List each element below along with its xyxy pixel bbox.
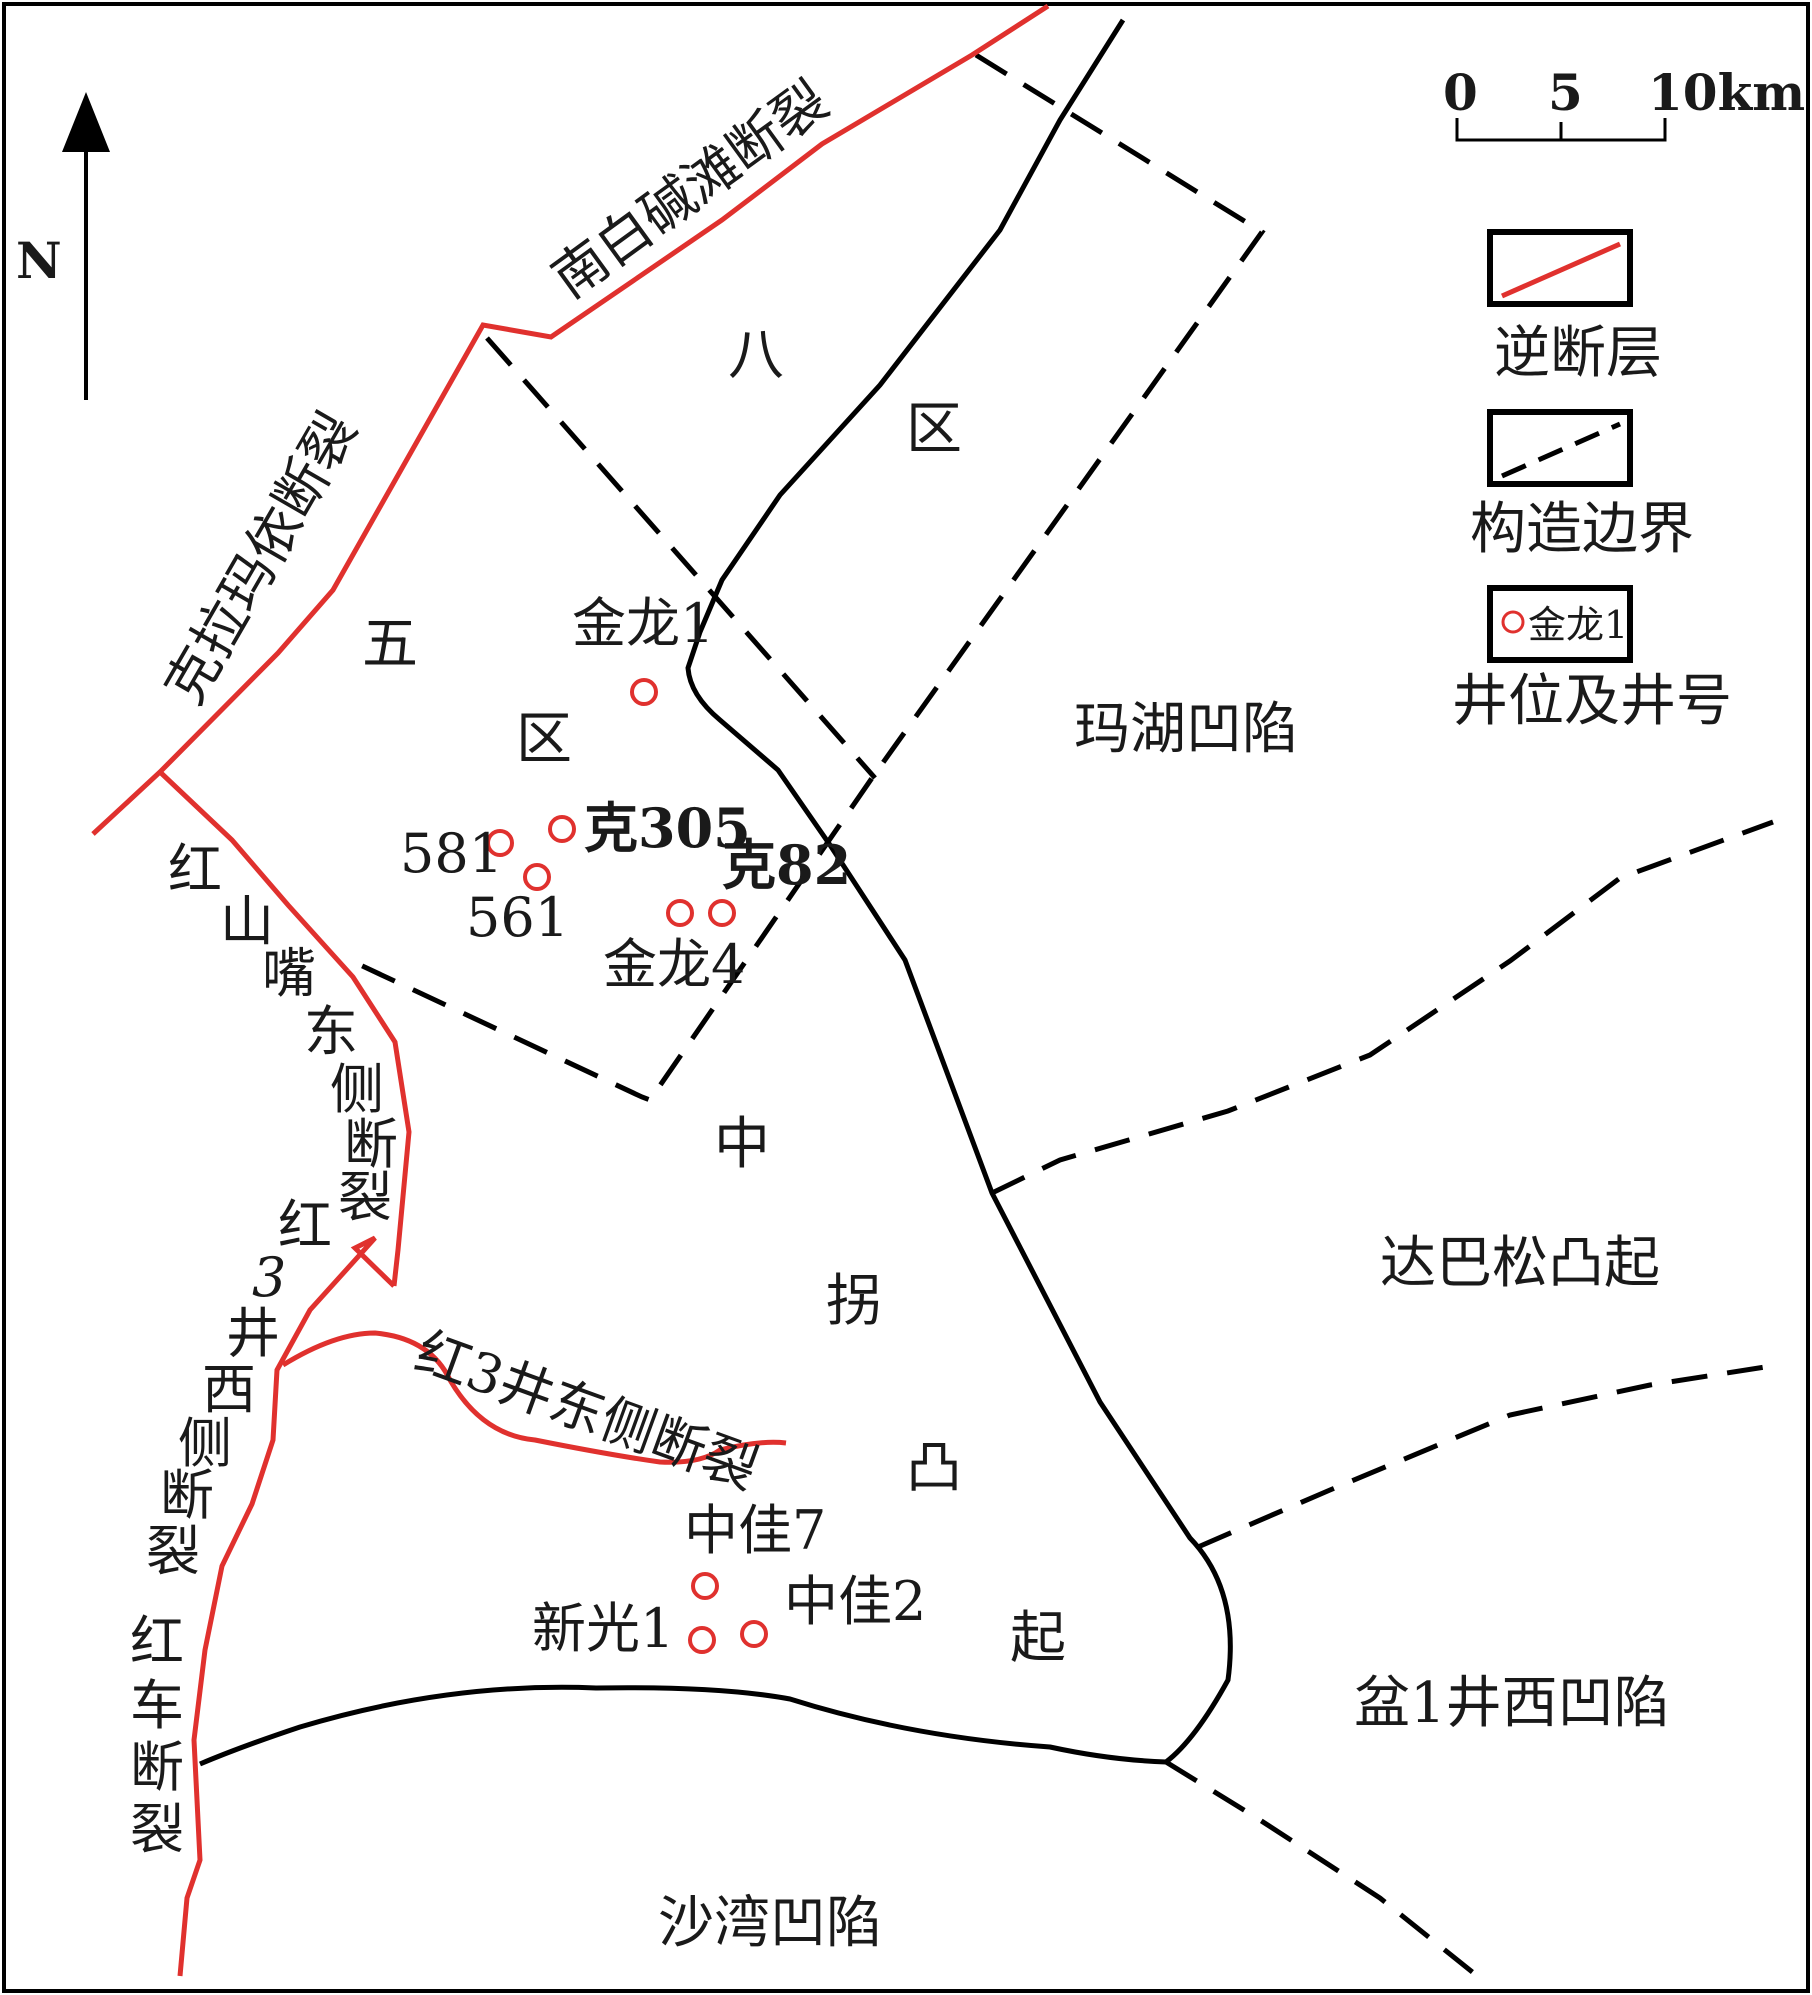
fault-label-char: 裂 [338,1166,392,1229]
well-label-zhongjia7: 中佳7 [684,1499,826,1562]
well-561-icon [523,863,551,891]
region-label-wu: 五 [362,612,418,677]
region-label-qu-eight: 区 [906,397,962,462]
well-jinlong1-icon [630,678,658,706]
well-markers [486,678,768,1654]
well-zhongjia2-icon [740,1620,768,1648]
region-label-mahu: 玛湖凹陷 [1074,697,1298,762]
well-label-ke305: 克305 [584,796,751,860]
fault-label-char: 裂 [130,1798,184,1861]
north-arrow-icon [62,92,110,152]
north-arrow: N [16,92,110,400]
fault-label-char: 红 [130,1610,184,1673]
boundary-eight-area [354,52,1266,1104]
fault-label-char: 裂 [146,1520,200,1583]
region-label-char: 中 [714,1112,770,1177]
fault-hong3-west-hongche-trace [177,1235,396,1977]
scale-tick-5: 5 [1548,63,1583,122]
boundary-mahu-dabasong [990,819,1774,1196]
legend-reverse-fault-label: 逆断层 [1494,321,1662,386]
legend: 逆断层 构造边界 金龙1 井位及井号 [1452,229,1732,734]
legend-well-sample-label: 金龙1 [1528,603,1628,647]
well-zhongjia7-icon [691,1572,719,1600]
legend-well-caption: 井位及井号 [1452,669,1732,734]
well-label-jinlong1: 金龙1 [572,592,714,655]
well-label-ke82: 克82 [722,833,851,897]
fault-label-char: 侧 [178,1412,232,1475]
well-ke305-icon [548,815,576,843]
fault-label-char: 3 [252,1246,286,1309]
legend-boundary-symbol [1500,421,1622,479]
fault-label-hongche: 红 车 断 裂 [130,1610,184,1861]
fault-label-hongshanzui: 红 山 嘴 东 侧 断 裂 [168,838,398,1229]
fault-label-char: 断 [344,1113,398,1176]
well-label-581: 581 [400,822,503,885]
well-label-jinlong4: 金龙4 [603,933,745,996]
region-label-ba: 八 [728,323,784,388]
structural-boundaries [354,52,1779,1977]
fault-label-char: 车 [130,1674,184,1737]
region-label-qu-five: 区 [516,707,572,772]
legend-well-box [1487,585,1633,663]
well-jinlong4-icon-a [666,899,694,927]
region-label-char: 拐 [826,1269,882,1334]
region-label-pen1: 盆1井西凹陷 [1354,1671,1670,1736]
fault-nanbai-kela-trace [91,3,1050,836]
zhongguai-uplift-boundary [199,18,1233,1767]
region-label-dabasong: 达巴松凸起 [1380,1231,1660,1296]
legend-fault-symbol [1500,241,1622,299]
fault-label-char: 山 [220,890,274,953]
scale-tick-0: 0 [1443,63,1478,122]
region-label-char: 凸 [906,1436,962,1501]
well-ke82-icon [708,899,736,927]
well-581-icon [486,829,514,857]
region-label-char: 起 [1010,1606,1066,1671]
fault-label-char: 断 [160,1464,214,1527]
scale-tick-10km: 10km [1648,63,1805,122]
reverse-faults [91,3,1050,1977]
fault-label-char: 红 [278,1194,332,1257]
fault-hongshanzui-east-trace [158,770,412,1287]
fault-label-char: 断 [130,1736,184,1799]
fault-label-char: 东 [304,1000,358,1063]
region-label-shawan: 沙湾凹陷 [658,1891,882,1956]
fault-hong3-east-trace [281,1330,787,1465]
scale-bar: 0 5 10km [1443,63,1805,142]
well-label-zhongjia2: 中佳2 [784,1570,926,1633]
fault-label-char: 红 [168,838,222,901]
boundary-pen1-shawan [1164,1759,1478,1977]
legend-well-icon [1501,610,1525,634]
fault-label-hong3-west: 红 3 井 西 侧 断 裂 [146,1194,332,1583]
north-label: N [16,231,62,290]
well-label-xinguang1: 新光1 [532,1597,674,1660]
legend-structural-boundary-label: 构造边界 [1470,497,1694,562]
well-xinguang1-icon [688,1626,716,1654]
fault-label-char: 嘴 [262,942,316,1005]
fault-label-char: 井 [226,1302,280,1365]
fault-label-char: 侧 [330,1058,384,1121]
well-label-561: 561 [466,886,569,949]
fault-label-char: 西 [202,1358,256,1421]
region-label-zhongguai: 中 拐 凸 起 [714,1112,1066,1671]
boundary-five-eight-divide [485,336,877,780]
boundary-dabasong-pen1 [1197,1362,1779,1550]
